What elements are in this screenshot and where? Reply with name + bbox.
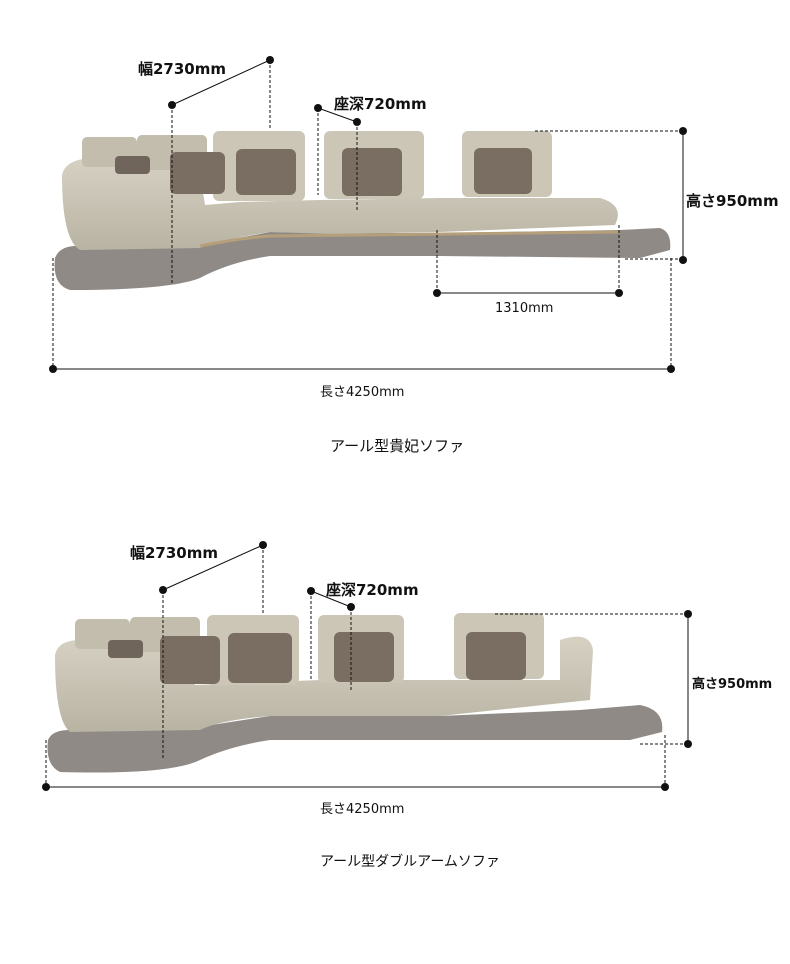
pillow (466, 632, 526, 680)
width-label: 幅2730mm (130, 544, 219, 562)
pillow (236, 149, 296, 195)
seat-depth-label: 座深720mm (334, 95, 427, 113)
pillow (342, 148, 402, 196)
sofa-body (55, 636, 593, 732)
sofa-chaise-illustration (54, 131, 671, 290)
dimension-lines-top (52, 59, 684, 370)
pillow (170, 152, 225, 194)
sofa-body (62, 158, 618, 250)
pillow (228, 633, 292, 683)
sofa-double-arm-illustration (47, 613, 663, 773)
length-label: 長さ4250mm (320, 802, 405, 817)
length-label: 長さ4250mm (320, 385, 405, 400)
product-title: アール型貴妃ソファ (330, 437, 465, 455)
height-label: 高さ950mm (692, 677, 773, 692)
pillow (474, 148, 532, 194)
dimension-lines-bottom (45, 544, 689, 788)
product-title: アール型ダブルアームソファ (320, 854, 500, 870)
chaise-length-label: 1310mm (495, 301, 554, 316)
pillow (334, 632, 394, 682)
dimension-dots-bottom (42, 541, 692, 791)
pillow (160, 636, 220, 684)
marble-base (47, 705, 663, 773)
pillow (108, 640, 143, 658)
width-label: 幅2730mm (138, 60, 227, 78)
seat-depth-label: 座深720mm (326, 581, 419, 599)
pillow (115, 156, 150, 174)
dimension-dots-top (49, 56, 687, 373)
height-label: 高さ950mm (686, 192, 779, 210)
